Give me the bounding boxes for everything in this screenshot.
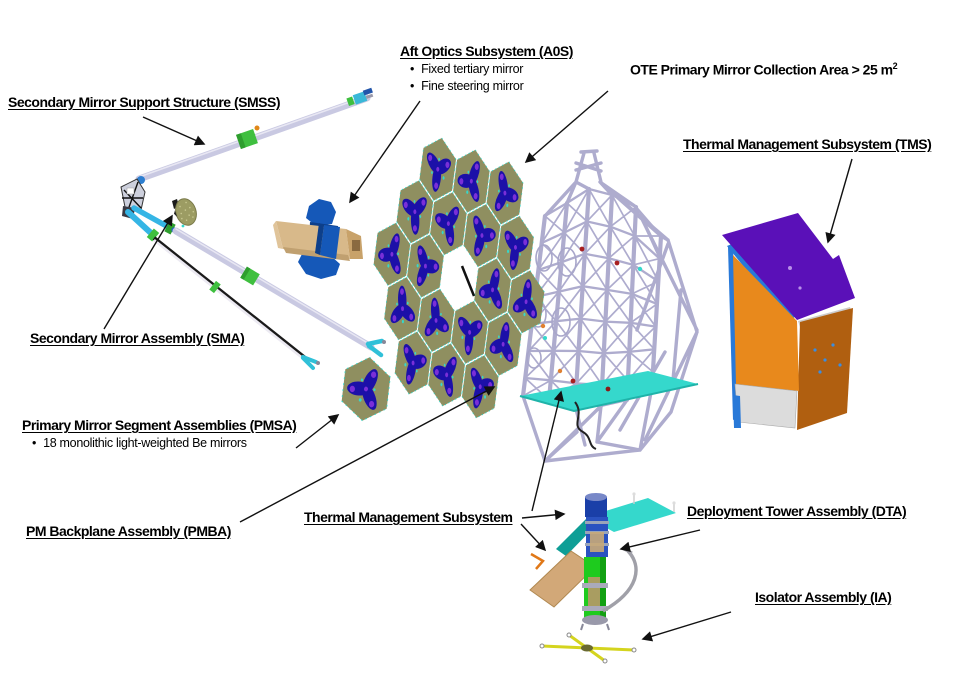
label-sma: Secondary Mirror Assembly (SMA) xyxy=(30,330,245,346)
sma-mirror-art xyxy=(172,198,197,228)
aos-bullet-1: Fixed tertiary mirror xyxy=(410,62,573,76)
label-smss: Secondary Mirror Support Structure (SMSS… xyxy=(8,94,280,110)
aos-bullet-2: Fine steering mirror xyxy=(410,79,573,93)
pmsa-bullet-1: 18 monolithic light-weighted Be mirrors xyxy=(32,436,296,450)
dta-tower-art xyxy=(529,492,676,631)
label-tms-center: Thermal Management Subsystem xyxy=(304,509,513,525)
aos-baffle-art xyxy=(273,199,363,279)
pmsa-segment-art xyxy=(339,352,393,426)
annotation-arrows xyxy=(103,90,853,642)
label-pmba: PM Backplane Assembly (PMBA) xyxy=(26,523,231,539)
label-dta: Deployment Tower Assembly (DTA) xyxy=(687,503,907,519)
label-pmsa: Primary Mirror Segment Assemblies (PMSA) xyxy=(22,417,297,433)
pmsa-block: Primary Mirror Segment Assemblies (PMSA)… xyxy=(22,417,297,450)
backplane-truss-art xyxy=(519,149,699,463)
smss-art xyxy=(120,87,386,370)
aos-block: Aft Optics Subsystem (A0S) Fixed tertiar… xyxy=(400,43,573,93)
label-ia: Isolator Assembly (IA) xyxy=(755,589,892,605)
label-ote: OTE Primary Mirror Collection Area > 25 … xyxy=(630,61,898,78)
ia-assembly-art xyxy=(539,632,637,664)
label-aos: Aft Optics Subsystem (A0S) xyxy=(400,43,573,59)
tms-box-art xyxy=(722,213,855,430)
tms-roof xyxy=(722,213,855,320)
label-tms: Thermal Management Subsystem (TMS) xyxy=(683,136,932,152)
